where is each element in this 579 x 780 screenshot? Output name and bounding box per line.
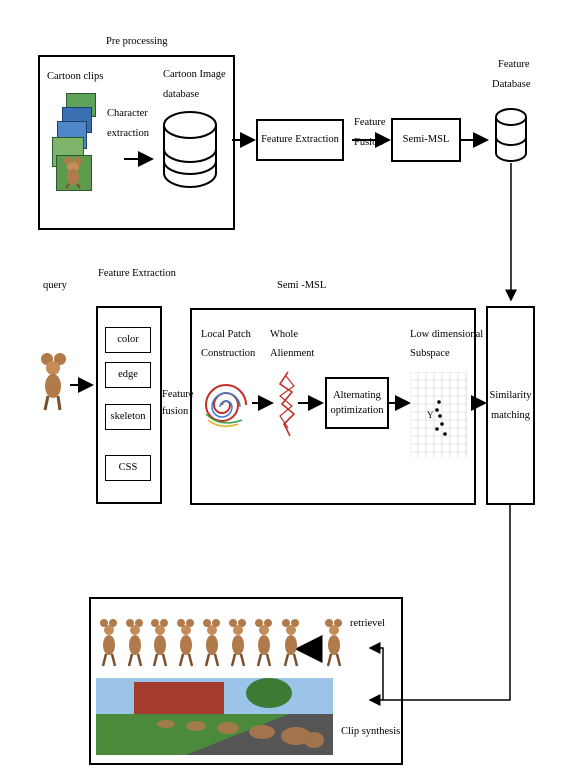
scene-moving-character: [157, 720, 324, 748]
image-database-label-2: database: [163, 89, 200, 100]
low-dim-subspace-label-1: Low dimensional: [410, 329, 484, 340]
scene-barn: [134, 682, 224, 716]
feature-color-label: color: [117, 334, 139, 345]
feature-color-box: color: [105, 327, 151, 353]
preprocessing-box: [38, 55, 235, 230]
feature-skeleton-box: skeleton: [105, 404, 151, 430]
feature-database-label-1: Feature: [498, 59, 530, 70]
similarity-matching-box: Similarity matching: [486, 306, 535, 505]
feature-edge-box: edge: [105, 362, 151, 388]
feature-skeleton-label: skeleton: [110, 411, 146, 422]
swiss-roll-manifold-icon: [204, 384, 247, 427]
low-dim-subspace-label-2: Subspace: [410, 348, 450, 359]
cartoon-mouse-icon: [64, 157, 82, 189]
feature-css-label: CSS: [118, 462, 138, 473]
feature-database-label-2: Database: [492, 79, 531, 90]
similarity-label-2: matching: [490, 409, 531, 421]
arrow-to-retrieval: [368, 642, 384, 700]
feature-edge-label: edge: [118, 369, 138, 380]
semi-msl-box-top: Semi-MSL: [391, 118, 461, 162]
whole-alignment-label-1: Whole: [270, 329, 298, 340]
whole-alignment-label-2: Alienment: [270, 348, 315, 359]
subspace-grid-plot: [410, 372, 468, 458]
image-database-label-1: Cartoon Image: [163, 69, 226, 80]
semi-msl-label-top: Semi-MSL: [402, 134, 450, 145]
feature-extraction-panel: [96, 306, 162, 504]
line-similarity-down: [383, 503, 511, 701]
feature-fusion-mid-1: Feature: [162, 389, 194, 400]
preprocessing-title: Pre processing: [106, 36, 168, 47]
semi-msl-panel: [190, 308, 476, 505]
retrieval-label: retrievel: [350, 618, 385, 629]
similarity-label-1: Similarity: [489, 389, 532, 401]
feature-extraction-box: Feature Extraction: [256, 119, 344, 161]
clip-synthesis-label: Clip synthesis: [341, 726, 401, 737]
character-extraction-label-1: Character: [107, 108, 148, 119]
feature-fusion-label-1: Feature: [354, 117, 386, 128]
cartoon-clip-thumbnails: [52, 93, 96, 193]
database-icon: [163, 111, 217, 188]
feature-extraction-label: Feature Extraction: [261, 134, 339, 145]
scene-tree: [246, 678, 292, 708]
output-box: [89, 597, 403, 765]
alternating-label-2: optimization: [330, 404, 384, 416]
feature-css-box: CSS: [105, 455, 151, 481]
cartoon-clips-label: Cartoon clips: [47, 71, 104, 82]
aligned-manifold-icon: [278, 371, 296, 437]
character-extraction-label-2: extraction: [107, 128, 149, 139]
local-patch-label-2: Construction: [201, 348, 256, 359]
synthesized-scene: [96, 678, 333, 755]
feature-database-icon: [495, 108, 527, 162]
retrieved-character-sequence: [98, 616, 348, 670]
query-character-icon: [41, 353, 66, 411]
local-patch-label-1: Local Patch: [201, 329, 251, 340]
alternating-optimization-box: Alternating optimization: [325, 377, 389, 429]
feature-fusion-mid-2: fusion: [162, 406, 189, 417]
feature-fusion-label-2: Fusion: [354, 137, 383, 148]
semi-msl-panel-title: Semi -MSL: [277, 280, 327, 291]
feature-extraction-panel-title: Feature Extraction: [98, 268, 176, 279]
subspace-axis-y: Y: [427, 410, 434, 420]
query-label: query: [43, 280, 67, 291]
alternating-label-1: Alternating: [333, 389, 381, 401]
retrieved-frames-icon: [98, 617, 344, 668]
